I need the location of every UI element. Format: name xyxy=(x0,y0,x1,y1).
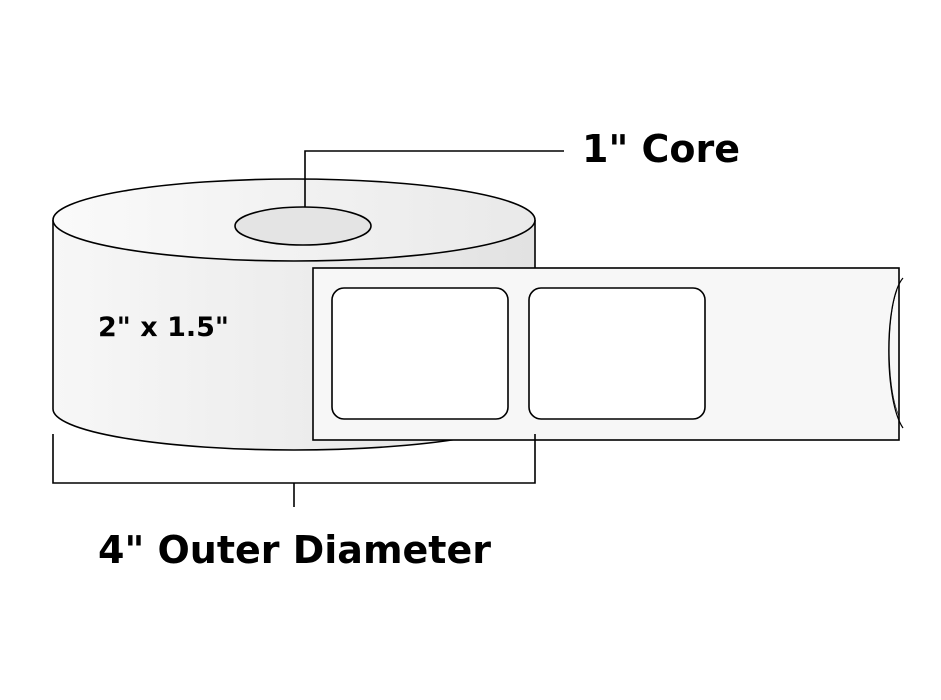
label-2 xyxy=(528,287,706,420)
strip-curl xyxy=(888,277,904,429)
label-1 xyxy=(331,287,509,420)
strip-curl-inner xyxy=(889,289,900,417)
core-label: 1" Core xyxy=(582,127,740,171)
label-size-label: 2" x 1.5" xyxy=(98,312,229,343)
core-hole xyxy=(234,206,372,246)
outer-diameter-label: 4" Outer Diameter xyxy=(98,528,491,572)
core-leader-line xyxy=(304,150,564,207)
